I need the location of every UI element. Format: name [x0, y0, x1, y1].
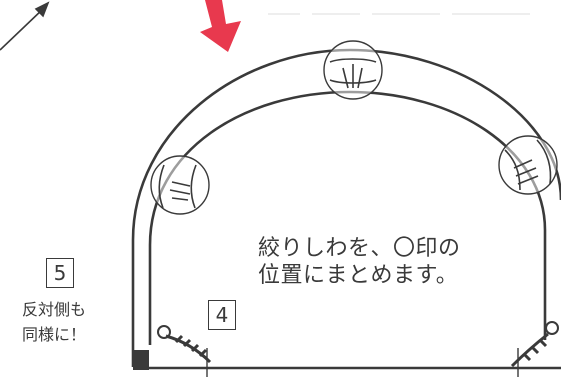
right-foot-knot	[510, 321, 559, 377]
instruction-line-1: 絞りしわを、〇印の	[258, 236, 461, 261]
step-4-box: 4	[208, 300, 236, 330]
step-5-box: 5	[46, 258, 74, 288]
note-line-2: 同様に！	[22, 325, 87, 344]
gather-circle-left	[150, 155, 210, 215]
gather-circle-top	[323, 40, 383, 100]
left-foot-knot	[133, 325, 212, 377]
red-direction-arrow	[200, 0, 241, 52]
note-line-1: 反対側も	[22, 300, 87, 319]
instruction-line-2: 位置にまとめます。	[258, 263, 459, 288]
pointer-arrow	[0, 1, 50, 51]
gather-circle-right	[498, 135, 558, 195]
